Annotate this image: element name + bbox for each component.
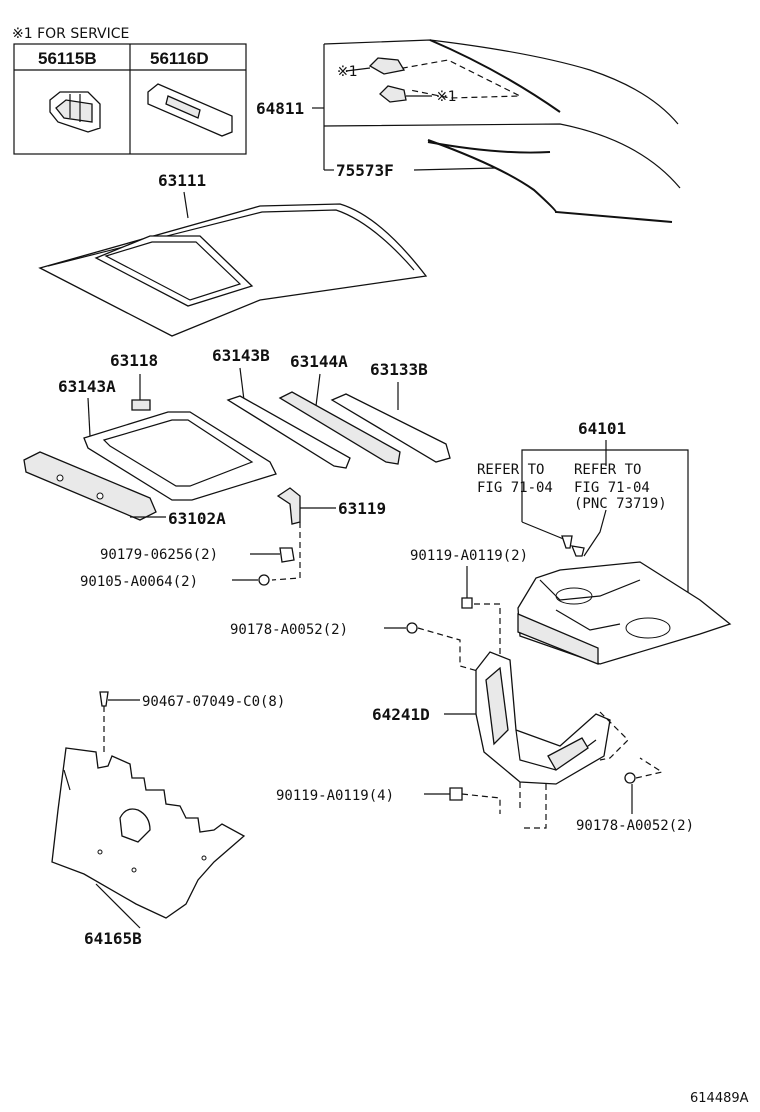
screw-refer-2-drawing bbox=[570, 545, 585, 557]
glass-spacer-drawing bbox=[368, 57, 407, 103]
clip-56115b-drawing bbox=[49, 91, 101, 133]
roof-panel-drawing bbox=[38, 203, 428, 337]
part-label-56115b[interactable]: 56115B bbox=[38, 49, 97, 68]
screw-refer-1-drawing bbox=[561, 535, 573, 549]
service-mark-1: ※1 bbox=[337, 64, 358, 80]
refer-text-2-line2[interactable]: FIG 71-04 bbox=[574, 480, 650, 496]
clip-56116d-drawing bbox=[147, 83, 233, 137]
refer-text-2-line1: REFER TO bbox=[574, 462, 641, 478]
part-label-63102a[interactable]: 63102A bbox=[168, 509, 226, 528]
part-label-63144a[interactable]: 63144A bbox=[290, 352, 348, 371]
part-label-90179-06256[interactable]: 90179-06256(2) bbox=[100, 547, 218, 563]
roof-rail-63144a-drawing bbox=[278, 391, 401, 465]
part-label-63111[interactable]: 63111 bbox=[158, 171, 206, 190]
roof-rail-63143b-drawing bbox=[226, 395, 351, 469]
part-label-63133b[interactable]: 63133B bbox=[370, 360, 428, 379]
figure-id: 614489A bbox=[690, 1091, 749, 1106]
refer-text-1-line2[interactable]: FIG 71-04 bbox=[477, 480, 553, 496]
windshield-glass-drawing bbox=[323, 39, 681, 223]
part-label-90178-a0052-top[interactable]: 90178-A0052(2) bbox=[230, 622, 348, 638]
refer-text-2-line3[interactable]: (PNC 73719) bbox=[574, 496, 667, 512]
part-label-64165b[interactable]: 64165B bbox=[84, 929, 142, 948]
bracket-63119-drawing bbox=[276, 487, 301, 525]
clip-90105-drawing bbox=[258, 574, 270, 586]
service-box bbox=[13, 43, 247, 155]
part-label-63118[interactable]: 63118 bbox=[110, 351, 158, 370]
nut-90178-bottom-drawing bbox=[624, 772, 636, 784]
part-label-56116d[interactable]: 56116D bbox=[150, 49, 209, 68]
part-label-63143b[interactable]: 63143B bbox=[212, 346, 270, 365]
part-label-63119[interactable]: 63119 bbox=[338, 499, 386, 518]
nut-90179-drawing bbox=[279, 547, 295, 563]
front-header-63102a-drawing bbox=[23, 451, 157, 521]
part-label-75573f[interactable]: 75573F bbox=[336, 161, 394, 180]
part-label-64241d[interactable]: 64241D bbox=[372, 705, 430, 724]
nut-90178-top-drawing bbox=[406, 622, 418, 634]
part-label-63143a[interactable]: 63143A bbox=[58, 377, 116, 396]
bracket-63118-drawing bbox=[131, 399, 151, 411]
part-label-64811[interactable]: 64811 bbox=[256, 99, 304, 118]
part-label-90119-a0119-top[interactable]: 90119-A0119(2) bbox=[410, 548, 528, 564]
refer-text-1-line1: REFER TO bbox=[477, 462, 544, 478]
part-label-90119-a0119-bottom[interactable]: 90119-A0119(4) bbox=[276, 788, 394, 804]
clip-90467-drawing bbox=[99, 691, 109, 707]
part-label-64101[interactable]: 64101 bbox=[578, 419, 626, 438]
part-label-90105-a0064[interactable]: 90105-A0064(2) bbox=[80, 574, 198, 590]
package-tray-64101-drawing bbox=[517, 561, 732, 665]
bracket-64241d-drawing bbox=[475, 651, 611, 785]
part-label-90178-a0052-bottom[interactable]: 90178-A0052(2) bbox=[576, 818, 694, 834]
bolt-90119-bottom-drawing bbox=[449, 787, 463, 801]
part-label-90467-07049[interactable]: 90467-07049-C0(8) bbox=[142, 694, 285, 710]
service-note: ※1 FOR SERVICE bbox=[12, 26, 129, 42]
roof-rail-63133b-drawing bbox=[330, 393, 451, 463]
trunk-panel-64165b-drawing bbox=[51, 747, 246, 919]
bolt-90119-top-drawing bbox=[461, 597, 473, 609]
service-mark-2: ※1 bbox=[436, 89, 457, 105]
sunroof-frame-drawing bbox=[83, 411, 277, 501]
